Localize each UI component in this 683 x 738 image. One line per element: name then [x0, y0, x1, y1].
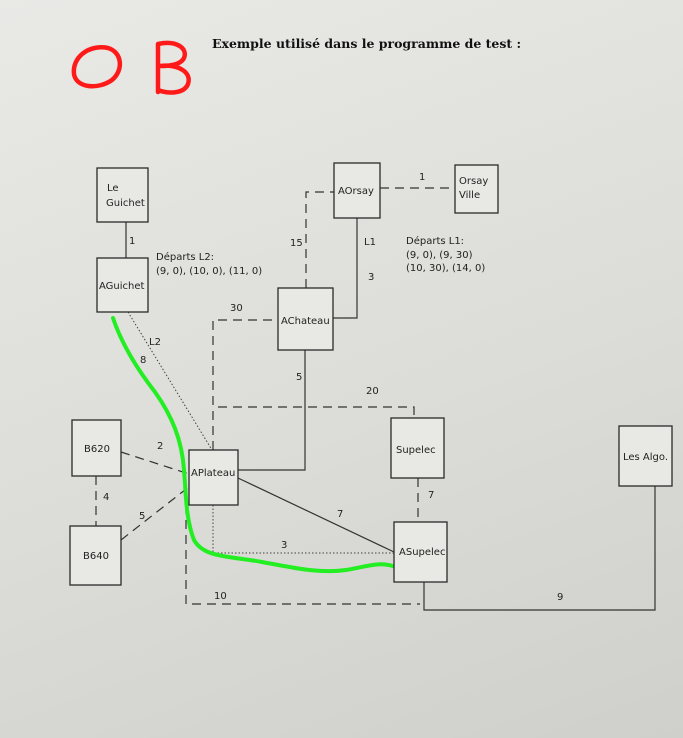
svg-text:(9, 0), (9, 30): (9, 0), (9, 30)	[406, 250, 473, 261]
edge-weight: 8	[140, 355, 146, 366]
line-label-l1: L1	[364, 237, 376, 248]
node-le-guichet: Le Guichet	[96, 167, 149, 223]
edge-achateau-aplateau	[238, 350, 306, 471]
node-label: Orsay	[459, 176, 488, 187]
edge-aplateau-supelec	[218, 406, 415, 418]
node-label: Les Algo.	[623, 452, 668, 463]
node-b640: B640	[69, 525, 122, 586]
edge-weight: 1	[419, 172, 425, 183]
node-label: B620	[84, 444, 110, 455]
node-label: ASupelec	[399, 547, 445, 558]
edge-b620-aplateau	[120, 451, 190, 475]
edge-aplateau-asupelec-dashed	[185, 505, 420, 605]
edge-aplateau-asupelec	[237, 477, 395, 553]
departs-l1-note: Départs L1: (9, 0), (9, 30) (10, 30), (1…	[406, 235, 485, 274]
line-label-l2: L2	[149, 337, 161, 348]
node-label: B640	[83, 551, 109, 562]
edge-weight: 7	[337, 509, 343, 520]
svg-text:(10, 30), (14, 0): (10, 30), (14, 0)	[406, 263, 485, 274]
node-aplateau: APlateau	[188, 449, 239, 506]
handwritten-annotation: O B	[71, 40, 191, 95]
edge-weight: 3	[368, 272, 374, 283]
edge-weight: 1	[129, 236, 135, 247]
edge-asupelec-lesalgo	[423, 486, 656, 611]
node-aorsay: AOrsay	[333, 162, 381, 219]
edge-achateau-aorsay-l1	[333, 218, 358, 319]
svg-text:(9, 0), (10, 0), (11, 0): (9, 0), (10, 0), (11, 0)	[156, 266, 262, 277]
svg-text:Départs L1:: Départs L1:	[406, 235, 464, 247]
edge-weight: 2	[157, 441, 163, 452]
node-b620: B620	[71, 419, 122, 477]
edge-weight: 7	[428, 490, 434, 501]
edge-weight: 20	[366, 386, 379, 397]
edge-weight: 5	[296, 372, 302, 383]
edge-aplateau-asupelec-dotted	[212, 505, 394, 554]
edge-weight: 15	[290, 238, 303, 249]
edge-weight: 10	[214, 591, 227, 602]
node-label: AOrsay	[338, 186, 374, 197]
page-title: Exemple utilisé dans le programme de tes…	[212, 36, 521, 51]
highlighted-path	[111, 316, 400, 574]
node-aguichet: AGuichet	[96, 257, 149, 313]
edge-weight: 5	[139, 511, 145, 522]
node-les-algo: Les Algo.	[618, 425, 673, 487]
edge-achateau-aorsay-dashed	[305, 191, 334, 288]
edge-weight: 9	[557, 592, 563, 603]
node-supelec: Supelec	[390, 417, 445, 479]
node-label: AChateau	[281, 316, 330, 327]
node-achateau: AChateau	[277, 287, 334, 351]
node-label: APlateau	[191, 468, 235, 479]
node-label: AGuichet	[99, 281, 145, 292]
edge-weight: 30	[230, 303, 243, 314]
node-label: Supelec	[396, 445, 436, 456]
node-orsay-ville: Orsay Ville	[454, 164, 499, 214]
edge-aplateau-achateau-dashed	[212, 319, 278, 450]
node-asupelec: ASupelec	[393, 521, 448, 583]
node-label: Guichet	[106, 198, 145, 209]
edge-weight: 3	[281, 540, 287, 551]
departs-l2-note: Départs L2: (9, 0), (10, 0), (11, 0)	[156, 251, 262, 277]
edge-weight: 4	[103, 492, 109, 503]
node-label: Ville	[459, 190, 480, 201]
svg-text:Départs L2:: Départs L2:	[156, 251, 214, 263]
edge-b640-aplateau	[120, 485, 191, 541]
edge-aguichet-aplateau-l2	[127, 311, 213, 451]
node-label: Le	[107, 183, 119, 194]
